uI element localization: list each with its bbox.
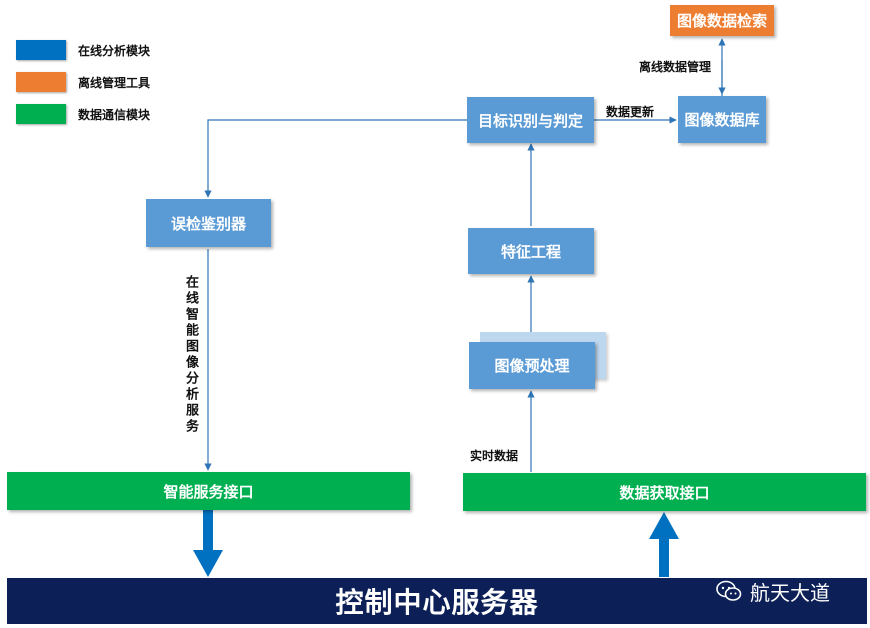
feature-engineering-node: 特征工程 bbox=[468, 228, 594, 274]
edge-label-realtime-data: 实时数据 bbox=[470, 449, 519, 463]
legend-label: 数据通信模块 bbox=[78, 107, 151, 122]
legend-swatch-orange bbox=[16, 72, 66, 92]
legend-label: 在线分析模块 bbox=[78, 43, 151, 58]
image-preprocessing-node: 图像预处理 bbox=[469, 342, 595, 389]
big-arrow-down-to-server bbox=[193, 510, 223, 577]
wechat-icon bbox=[716, 580, 742, 601]
edge-label-offline-data-management: 离线数据管理 bbox=[639, 60, 712, 74]
legend-label: 离线管理工具 bbox=[78, 75, 151, 90]
legend-item-offline-tools: 离线管理工具 bbox=[16, 72, 150, 92]
legend-swatch-green bbox=[16, 104, 66, 124]
image-database-node: 图像数据库 bbox=[678, 96, 766, 143]
legend-item-online-analysis: 在线分析模块 bbox=[16, 40, 150, 60]
false-detection-discriminator-node: 误检鉴别器 bbox=[146, 199, 271, 247]
target-recognition-node: 目标识别与判定 bbox=[467, 97, 594, 143]
edge-label-online-image-analysis-service: 在线智能图像分析服务 bbox=[183, 275, 198, 435]
edge-recognition-to-discriminator bbox=[204, 119, 467, 198]
smart-service-interface-node: 智能服务接口 bbox=[7, 472, 410, 510]
image-search-node: 图像数据检索 bbox=[670, 5, 774, 36]
big-arrow-up-from-server bbox=[649, 512, 679, 577]
legend-swatch-blue bbox=[16, 40, 66, 60]
legend-item-data-communication: 数据通信模块 bbox=[16, 104, 150, 124]
edge-label-data-update: 数据更新 bbox=[606, 105, 655, 119]
control-center-server-node: 控制中心服务器 bbox=[7, 578, 867, 624]
data-acquisition-interface-node: 数据获取接口 bbox=[463, 473, 866, 511]
watermark-text: 航天大道 bbox=[750, 580, 830, 605]
watermark: 航天大道 bbox=[716, 577, 830, 605]
